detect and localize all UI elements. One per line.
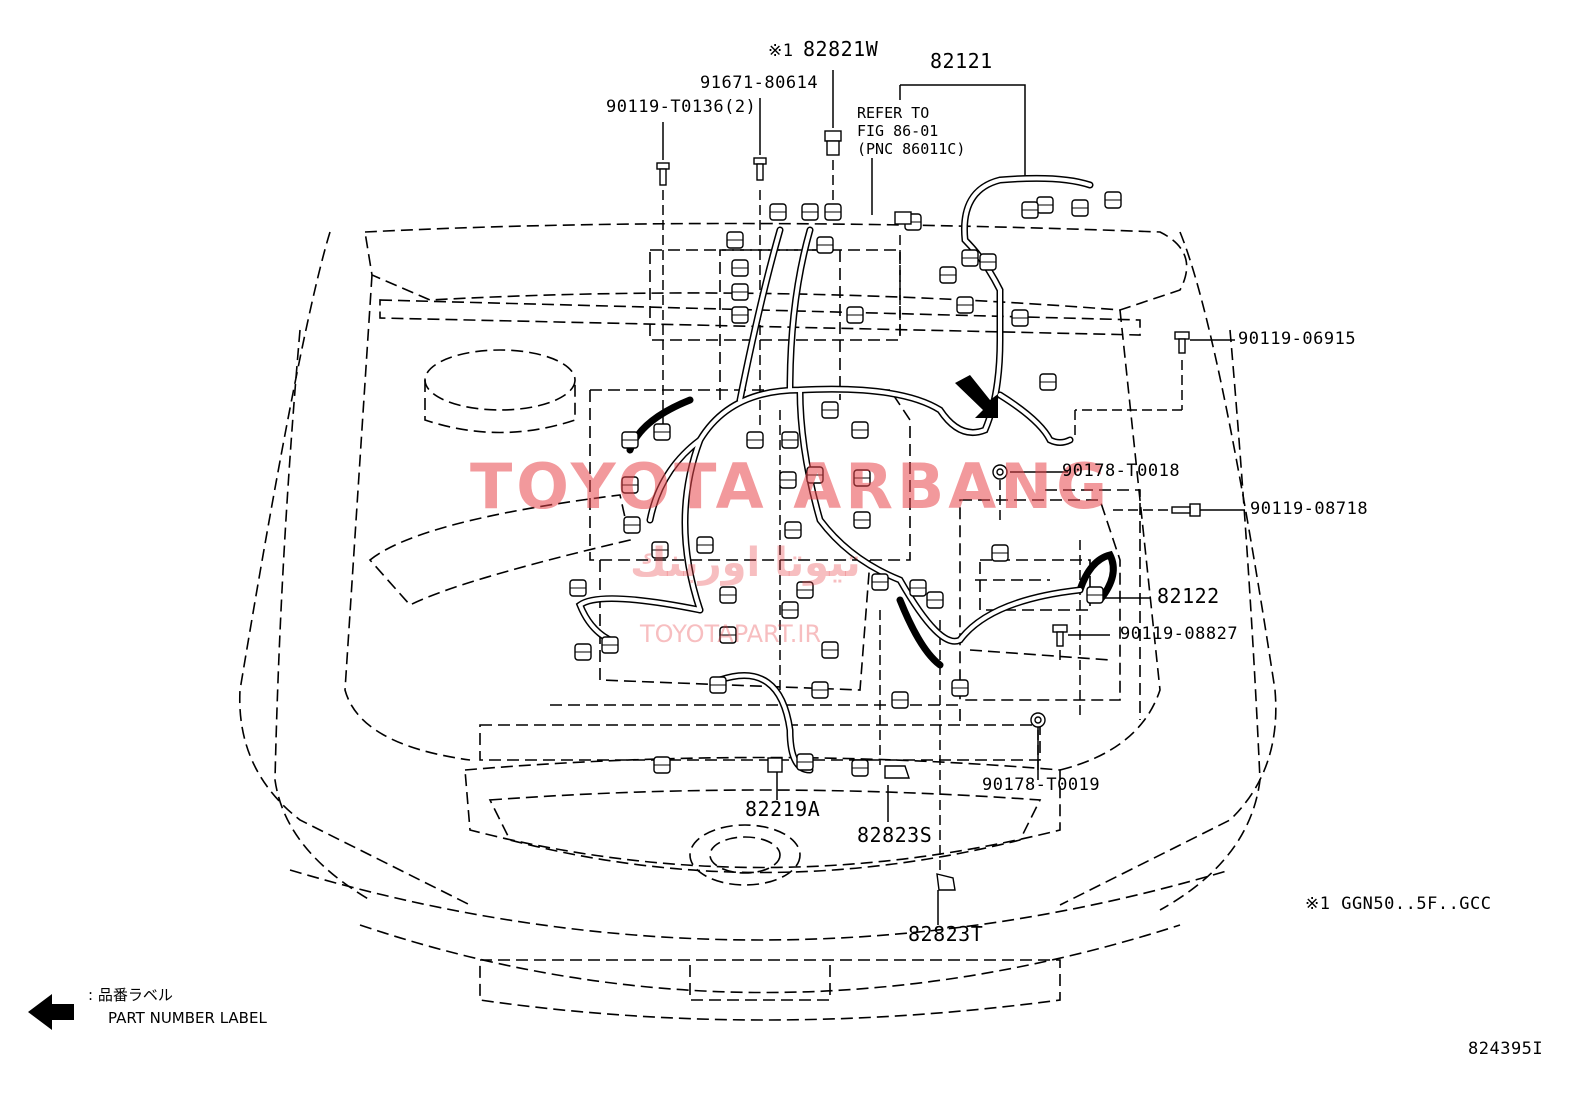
clip-icon	[894, 211, 912, 225]
part-label-82122: 82122	[1157, 584, 1220, 608]
bolt-icon	[753, 157, 767, 181]
part-label-arrow-icon	[955, 375, 998, 418]
diagram-id: 824395I	[1468, 1039, 1544, 1059]
wire-harness	[575, 174, 1117, 774]
connector-group	[569, 191, 1122, 777]
nut-icon	[992, 464, 1008, 480]
part-label-90119-08718: 90119-08718	[1250, 499, 1369, 519]
legend-text-en: PART NUMBER LABEL	[108, 1009, 267, 1027]
part-label-90178-t0018: 90178-T0018	[1062, 461, 1181, 481]
legend-text-jp: 品番ラベル	[97, 986, 173, 1004]
part-label-82821w: 82821W	[803, 37, 879, 61]
nut-icon	[1030, 712, 1046, 728]
vehicle-body-outline	[238, 222, 1277, 1021]
arrow-left-icon	[28, 994, 74, 1030]
legend-label-jp: : 品番ラベル	[88, 985, 173, 1005]
bolt-icon	[1171, 503, 1201, 517]
clip-icon	[767, 757, 783, 773]
fasteners	[656, 130, 1201, 891]
bolt-icon	[1052, 624, 1068, 647]
part-label-90119-06915: 90119-06915	[1238, 329, 1357, 349]
clamp-icon	[884, 765, 910, 779]
part-label-90119-08827: 90119-08827	[1120, 624, 1239, 644]
clamp-icon	[936, 873, 956, 891]
bolt-icon	[656, 162, 670, 186]
bolt-icon	[1174, 331, 1190, 354]
refer-note-line1: REFER TO	[857, 104, 930, 122]
part-label-82219a: 82219A	[745, 797, 821, 821]
part-label-82121: 82121	[930, 49, 993, 73]
part-mark-82821w: ※1	[768, 41, 794, 61]
part-label-90178-t0019: 90178-T0019	[982, 775, 1101, 795]
wire-harness-inner	[577, 176, 1092, 772]
part-label-91671-80614: 91671-80614	[700, 73, 819, 93]
part-label-90119-t0136: 90119-T0136(2)	[606, 97, 757, 117]
legend-colon: :	[88, 986, 98, 1004]
part-label-82823t: 82823T	[908, 922, 984, 946]
refer-note-line3: (PNC 86011C)	[857, 140, 966, 158]
nut-icon	[824, 130, 842, 156]
refer-note-line2: FIG 86-01	[857, 122, 939, 140]
footnote: ※1 GGN50..5F..GCC	[1305, 894, 1492, 914]
part-label-82823s: 82823S	[857, 823, 933, 847]
